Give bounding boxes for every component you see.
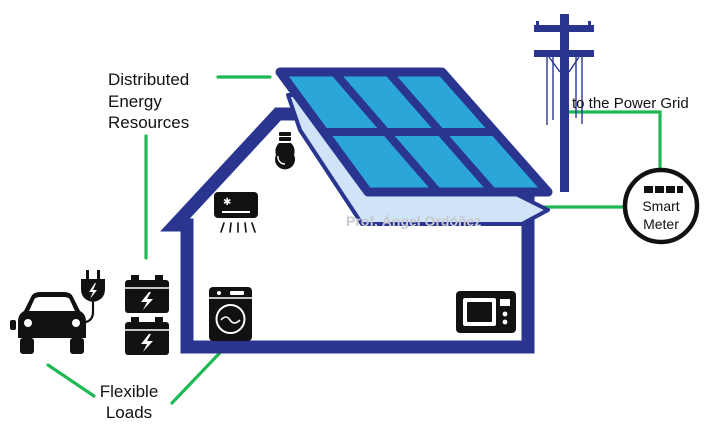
battery-bottom <box>125 317 169 355</box>
grid-connector <box>568 110 662 170</box>
solar-panel-icon <box>275 67 553 226</box>
loads-label-line2: Loads <box>105 403 153 422</box>
watermark: Prof. Ángel Ordóñez <box>346 213 482 229</box>
car-loads-connector <box>46 363 96 398</box>
der-label-line3: Resources <box>108 113 190 132</box>
loads-label-line1: Flexible <box>99 382 159 401</box>
grid-label: to the Power Grid <box>572 95 689 112</box>
microwave-icon <box>456 291 516 333</box>
battery-top <box>125 275 169 313</box>
air-conditioner-icon: ✱ <box>214 192 258 233</box>
svg-text:✱: ✱ <box>223 197 231 208</box>
washing-machine-icon <box>209 287 252 341</box>
der-label-line1: Distributed <box>108 70 190 89</box>
meter-label-line1: Smart <box>642 198 680 214</box>
smart-meter-icon <box>622 167 700 245</box>
light-bulb-icon <box>275 132 295 170</box>
utility-pole-icon <box>534 14 594 192</box>
battery-icon <box>125 275 169 355</box>
plug-icon <box>80 270 105 324</box>
der-label-line2: Energy <box>108 92 162 111</box>
meter-label-line2: Meter <box>643 216 679 232</box>
car-icon <box>10 292 86 354</box>
